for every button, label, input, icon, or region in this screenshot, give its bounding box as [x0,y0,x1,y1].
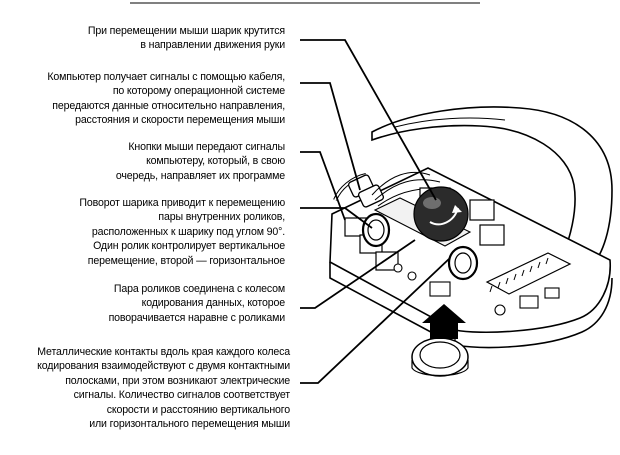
caption-line: кодирования данных, которое [141,297,286,310]
mouse-ball [413,186,469,242]
caption-line: Поворот шарика приводит к перемещению [79,197,285,209]
caption-line: Пара роликов соединена с колесом [113,283,285,295]
caption-cable-signals: Компьютер получает сигналы с помощью каб… [47,70,285,128]
caption-ball-rotation: При перемещении мыши шарик крутится в на… [88,24,285,53]
caption-line: компьютеру, который, в свою [146,155,285,168]
circuit-chip [485,252,572,295]
caption-line: пары внутренних роликов, [158,211,285,224]
caption-line: Один ролик контролирует вертикальное [93,240,285,253]
caption-contacts: Металлические контакты вдоль края каждог… [37,345,290,431]
caption-encoder-wheel: Пара роликов соединена с колесом кодиров… [108,282,286,325]
caption-line: Металлические контакты вдоль края каждог… [37,346,290,358]
base-side [329,262,613,349]
callout-leaders [300,39,451,384]
ball-retaining-ring [411,337,469,377]
shell-seam [394,117,506,128]
caption-line: поворачивается наравне с роликами [108,311,286,324]
caption-line: скорости и расстоянию вертикального [106,403,290,416]
caption-line: полосками, при этом возникают электричес… [65,374,290,387]
assembly-arrow [422,304,466,339]
caption-line: При перемещении мыши шарик крутится [87,25,285,37]
caption-line: кодирования взаимодействуют с двумя конт… [37,360,290,373]
caption-line: в направлении движения руки [140,39,285,52]
caption-line: сигналы. Количество сигналов соответству… [73,389,290,402]
caption-line: расположенных к шарику под углом 90°. [91,225,285,238]
caption-line: Компьютер получает сигналы с помощью каб… [47,71,285,83]
caption-rollers: Поворот шарика приводит к перемещению па… [79,196,285,268]
caption-line: расстояния и скорости перемещения мыши [75,114,285,127]
caption-line: перемещение, второй — горизонтальное [87,254,285,267]
caption-line: передаются данные относительно направлен… [52,99,285,112]
caption-line: по которому операционной системе [112,85,285,98]
caption-line: очередь, направляет их программе [115,169,285,182]
caption-buttons: Кнопки мыши передают сигналы компьютеру,… [116,140,285,183]
caption-line: Кнопки мыши передают сигналы [128,141,285,153]
caption-line: или горизонтального перемещения мыши [89,418,290,431]
